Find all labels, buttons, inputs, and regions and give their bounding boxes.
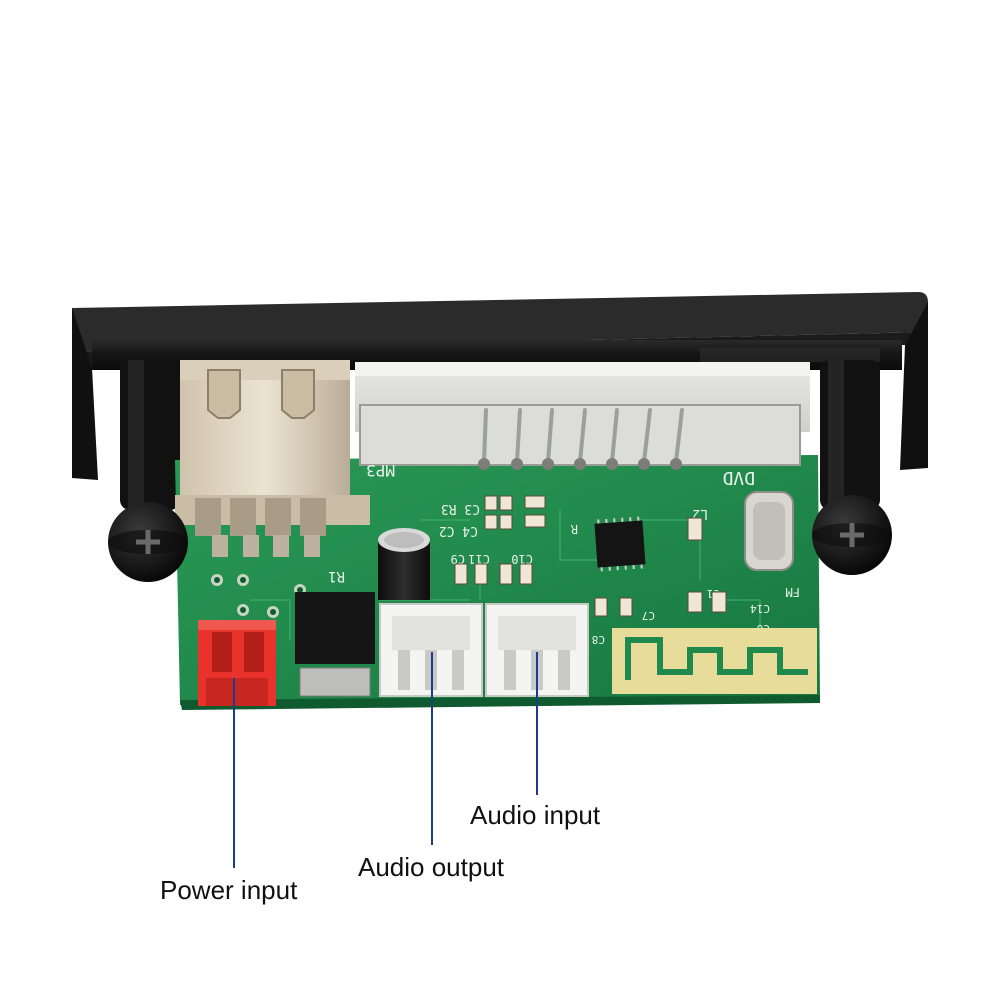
card-slot xyxy=(355,362,810,470)
power-connector xyxy=(198,620,276,706)
audio-input-label: Audio input xyxy=(470,800,601,830)
silk-dvd: DVD xyxy=(722,467,755,488)
silk-c14: C14 xyxy=(750,602,770,615)
silk-c8: C8 xyxy=(592,633,605,646)
silk-c11: C11 xyxy=(468,552,490,566)
audio-output-label: Audio output xyxy=(358,852,505,882)
mounting-screws xyxy=(108,495,892,582)
silk-c7: C7 xyxy=(642,609,655,622)
usb-port xyxy=(175,360,370,557)
silk-r: R xyxy=(570,522,578,536)
main-ic-chip xyxy=(594,520,646,568)
silk-c10: C10 xyxy=(511,552,533,566)
silk-mp3: MP3 xyxy=(366,461,395,480)
silk-c3-r3: C3 R3 xyxy=(441,501,480,516)
silk-r1: R1 xyxy=(328,568,345,584)
silk-l2: L2 xyxy=(692,506,708,521)
power-input-label: Power input xyxy=(160,875,298,905)
front-panel xyxy=(72,292,928,510)
leader-lines xyxy=(233,652,538,868)
voltage-regulator xyxy=(295,592,375,664)
silk-c4-c2: C4 C2 xyxy=(439,523,478,538)
silk-c9: C9 xyxy=(451,552,465,566)
silk-fm: FM xyxy=(786,585,800,599)
silkscreen: MP3 DVD C3 R3 C4 C2 R1 C9 C11 C10 L2 FM … xyxy=(328,461,800,646)
smd-components xyxy=(295,491,794,697)
pcb-antenna xyxy=(612,628,817,694)
